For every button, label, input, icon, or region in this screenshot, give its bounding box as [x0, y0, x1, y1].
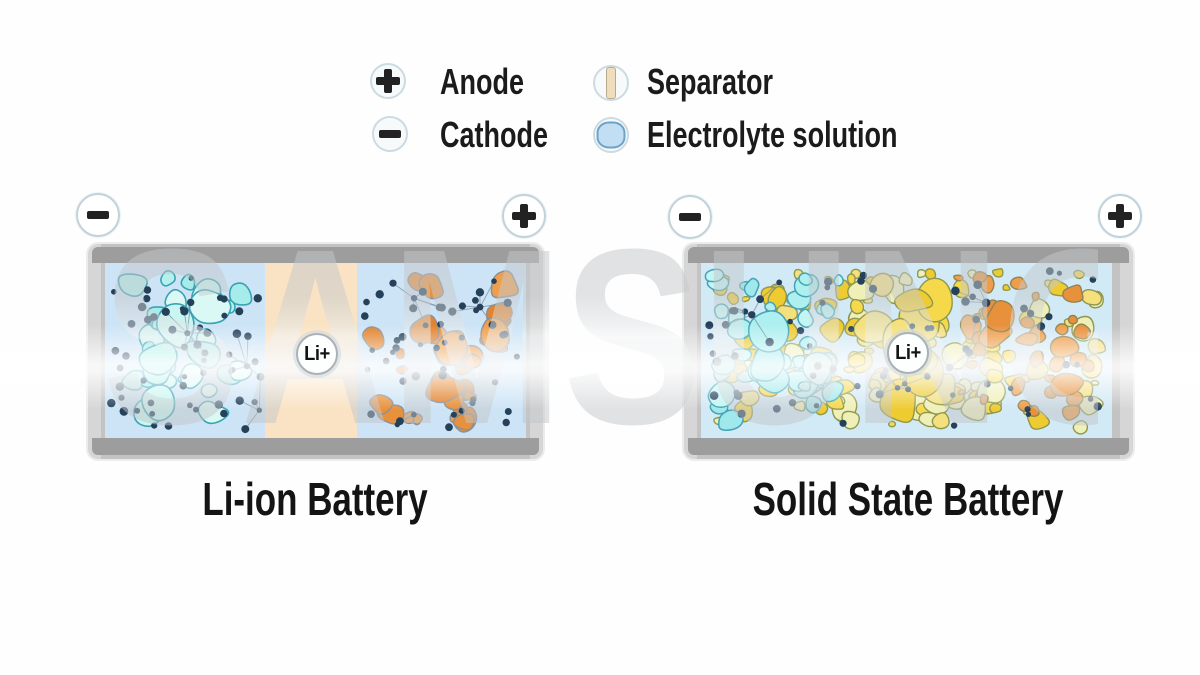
lithium-ion-label: Li+	[304, 342, 330, 365]
case-bottom-bar	[92, 438, 539, 455]
case-bottom-bar	[688, 438, 1129, 455]
anode-plus-icon	[370, 63, 406, 99]
separator-bar-icon	[606, 67, 616, 99]
positive-terminal-icon	[1098, 194, 1142, 238]
negative-terminal-icon	[668, 195, 712, 239]
legend-label-separator: Separator	[647, 61, 774, 102]
legend-label-electrolyte: Electrolyte solution	[647, 114, 898, 155]
legend-label-anode: Anode	[440, 61, 524, 102]
lithium-ion-badge: Li+	[887, 332, 929, 374]
separator-icon	[593, 65, 629, 101]
positive-terminal-icon	[502, 194, 546, 238]
li-ion-battery-title: Li-ion Battery	[202, 473, 428, 525]
case-top-bar	[92, 247, 539, 263]
plus-icon	[384, 69, 392, 93]
negative-terminal-icon	[76, 193, 120, 237]
solid-state-battery-title: Solid State Battery	[752, 473, 1064, 525]
minus-icon	[379, 130, 401, 138]
case-top-bar	[688, 247, 1129, 263]
plus-icon	[520, 204, 528, 228]
electrolyte-drop-icon	[596, 121, 626, 149]
legend-label-cathode: Cathode	[440, 114, 548, 155]
plus-icon	[1116, 204, 1124, 228]
minus-icon	[679, 213, 701, 221]
cathode-minus-icon	[372, 116, 408, 152]
lithium-ion-label: Li+	[895, 341, 921, 364]
electrolyte-icon	[593, 117, 629, 153]
lithium-ion-badge: Li+	[296, 333, 338, 375]
minus-icon	[87, 211, 109, 219]
